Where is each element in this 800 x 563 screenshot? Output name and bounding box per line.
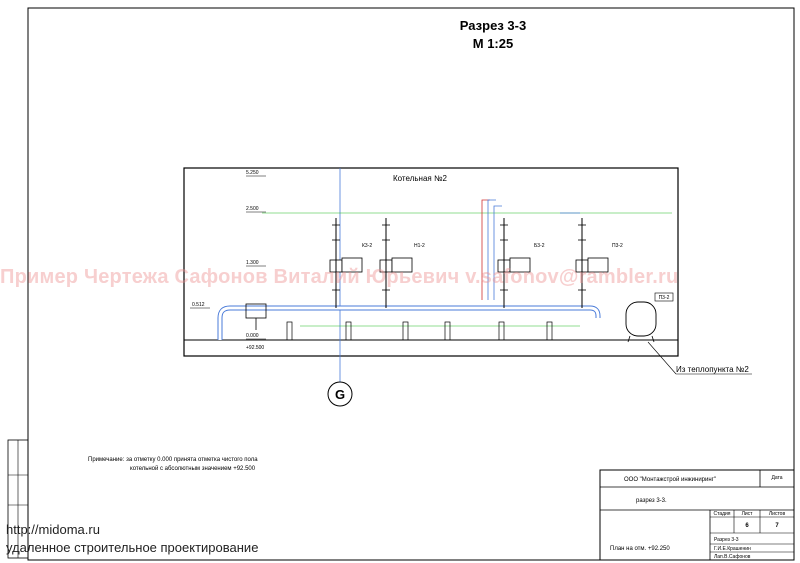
pump-group-1 — [329, 218, 363, 308]
site-description: удаленное строительное проектирование — [6, 540, 259, 555]
author-2: Лап.В.Сафонов — [714, 554, 751, 560]
expansion-tank: П3-2 — [625, 292, 674, 343]
sheet-label: Лист — [742, 511, 754, 517]
author-1: Г.И.Е.Крашенин — [714, 546, 751, 552]
equipment-label-k3-2: К3-2 — [362, 243, 372, 249]
equipment-label-p3-2: П3-2 — [612, 243, 623, 249]
sheets-count: 7 — [775, 523, 779, 529]
tank-label: П3-2 — [659, 295, 670, 301]
level-marks: 5.250 2.500 1.300 0.512 0.000 +92.500 — [190, 170, 266, 351]
note-line-1: Примечание: за отметку 0.000 принята отм… — [88, 457, 258, 463]
level-label-0512: 0.512 — [192, 302, 205, 308]
note-line-2: котельной с абсолютным значением +92.500 — [130, 465, 256, 472]
level-label-92500: +92.500 — [246, 345, 264, 351]
pump-group-3 — [497, 218, 531, 308]
filter-unit — [245, 303, 267, 330]
heat-point-leader: Из теплопункта №2 — [647, 341, 752, 375]
site-url[interactable]: http://midoma.ru — [6, 522, 100, 537]
pump-group-4 — [575, 218, 609, 308]
main-header-pipe — [217, 305, 601, 340]
level-label-0000: 0.000 — [246, 333, 259, 339]
room-label: Котельная №2 — [393, 174, 448, 183]
sheets-label: Листов — [769, 511, 786, 517]
equipment-label-n1-2: Н1-2 — [414, 243, 425, 249]
date-label: Дата — [771, 475, 782, 481]
binding-strip — [7, 439, 29, 559]
sheet-frame — [27, 7, 795, 561]
drawing-scale: М 1:25 — [473, 36, 513, 51]
level-label-1300: 1.300 — [246, 260, 259, 266]
plan-text: План на отм. +92.250 — [610, 546, 670, 552]
equipment-labels: К3-2 Н1-2 Б3-2 П3-2 — [362, 243, 623, 249]
level-label-2500: 2.500 — [246, 206, 259, 212]
title-block — [599, 469, 795, 561]
riser-lines — [481, 199, 580, 300]
heat-point-label: Из теплопункта №2 — [676, 365, 749, 374]
level-label-5250: 5.250 — [246, 170, 259, 176]
axis-marker: G — [327, 381, 353, 407]
sheet-number: 6 — [745, 523, 749, 529]
small-title: Разрез 3-3 — [714, 537, 739, 543]
sheet-name: разрез 3-3. — [636, 498, 667, 504]
pump-group-2 — [379, 218, 413, 308]
company-name: ООО "Монтажстрой инжиниринг" — [624, 476, 716, 483]
pipe-supports — [286, 321, 553, 341]
building-section — [183, 167, 679, 357]
drawing-title: Разрез 3-3 — [460, 18, 526, 33]
equipment-label-b3-2: Б3-2 — [534, 243, 545, 249]
stage-label: Стадия — [713, 511, 730, 517]
axis-label: G — [335, 387, 345, 402]
